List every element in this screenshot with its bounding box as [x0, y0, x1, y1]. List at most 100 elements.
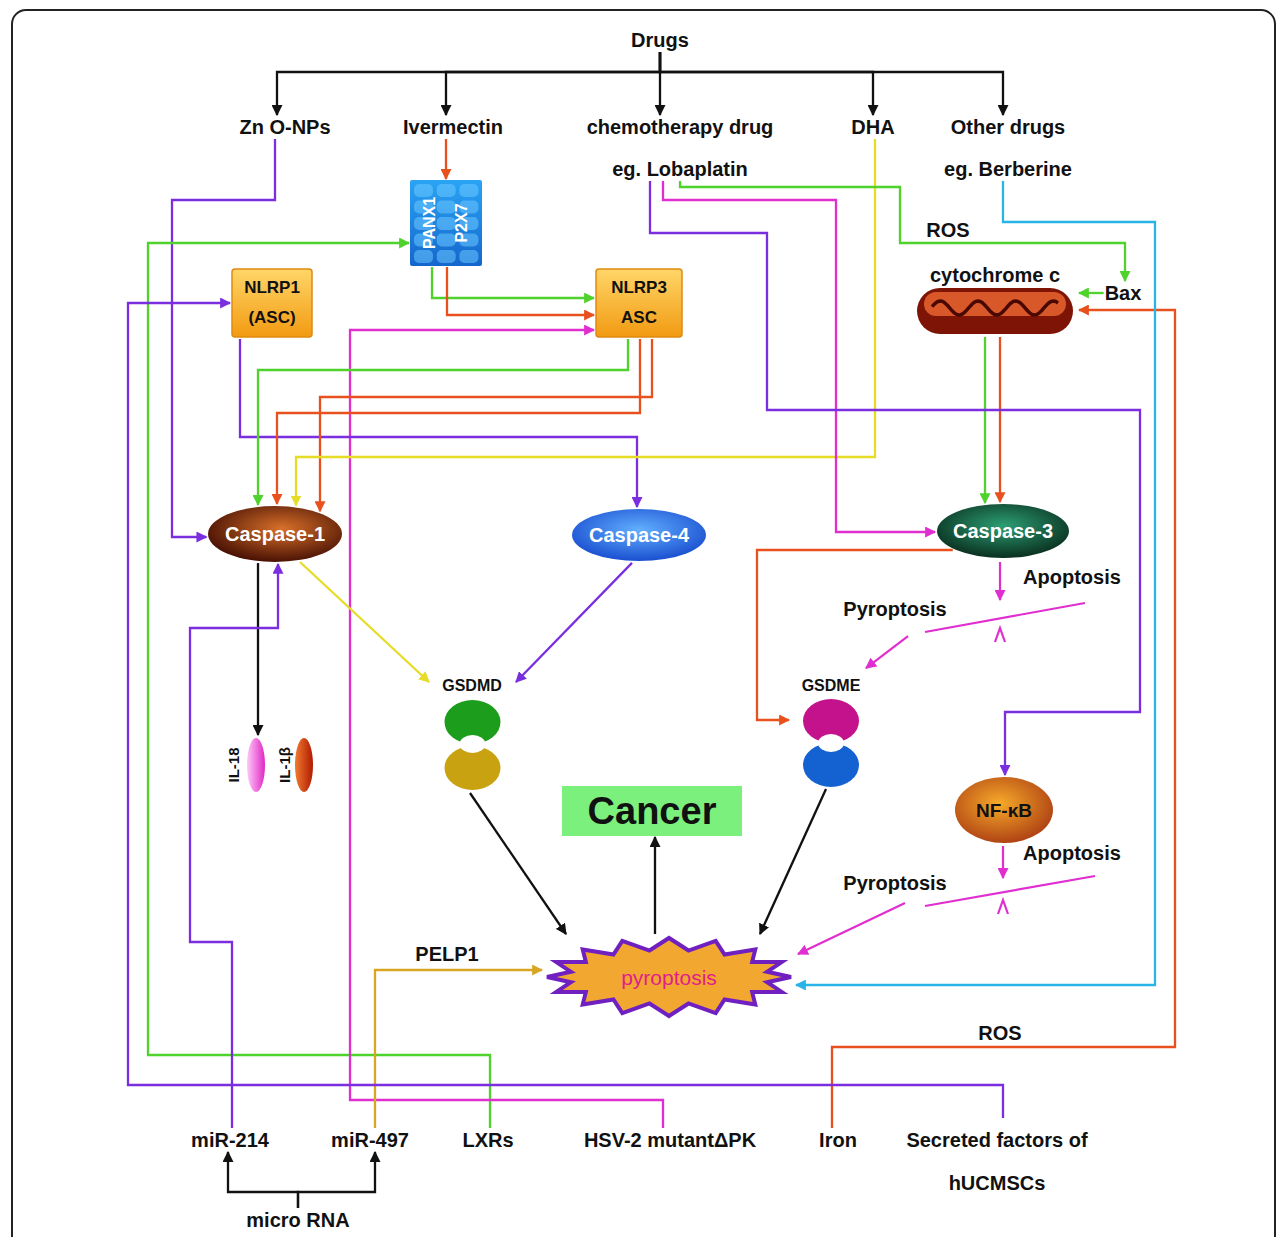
- switch-arrow: [798, 903, 905, 954]
- node-text: NLRP3: [611, 273, 667, 303]
- drug-label: Ivermectin: [403, 116, 503, 138]
- switch-label: Apoptosis: [1021, 842, 1123, 864]
- connector: [258, 339, 628, 505]
- text-holder: Iron: [819, 1129, 857, 1151]
- node-text: Caspase-1: [225, 523, 325, 545]
- regulator-label: Iron: [819, 1129, 857, 1151]
- text-holder: micro RNA: [246, 1209, 349, 1231]
- ellipse-shape: [937, 504, 1069, 558]
- node-text: NF-κB: [976, 800, 1032, 821]
- node-text: ASC: [621, 303, 657, 333]
- pore-hole: [460, 735, 486, 753]
- connector: [757, 550, 953, 720]
- mitochondrion-inner: [924, 292, 1066, 316]
- node-text: miR-497: [331, 1129, 409, 1151]
- gasdermin-pore: GSDMD: [430, 676, 515, 792]
- label-holder: Pyroptosis: [841, 872, 948, 894]
- group-label: micro RNA: [246, 1209, 349, 1231]
- text-holder: PANX1: [421, 197, 439, 249]
- text-holder: GSDME: [802, 677, 861, 695]
- label-holder: Apoptosis: [1021, 566, 1123, 588]
- node-text: GSDME: [802, 677, 861, 695]
- box-shape: [232, 269, 312, 337]
- node-text: eg. Berberine: [944, 158, 1072, 180]
- switch-bar: [925, 876, 1095, 906]
- node-text: DHA: [851, 116, 894, 138]
- connector: [257, 563, 259, 735]
- grid-cell: [414, 184, 433, 197]
- caspase-ellipse: Caspase-1: [207, 505, 343, 563]
- switch-label: Pyroptosis: [841, 872, 948, 894]
- connector: [350, 330, 663, 1128]
- text-holder: miR-214: [191, 1129, 269, 1151]
- connector: [796, 181, 1155, 985]
- drug-label: Zn O-NPs: [239, 116, 330, 138]
- text-holder: Caspase-1: [225, 523, 325, 545]
- connector: [298, 1152, 375, 1208]
- label-holder: Pyroptosis: [841, 598, 948, 620]
- node-text: Secreted factors of hUCMSCs: [897, 1119, 1097, 1205]
- connector: [1079, 292, 1104, 294]
- cytokine-shape: [295, 738, 313, 792]
- text-holder: Secreted factors of hUCMSCs: [897, 1119, 1097, 1205]
- text-holder: Ivermectin: [403, 116, 503, 138]
- label-holder: Apoptosis: [1021, 842, 1123, 864]
- text-holder: NLRP3: [611, 273, 667, 303]
- connector: [128, 303, 1003, 1118]
- mitochondrion: cytochrome c: [912, 262, 1078, 336]
- node-text: GSDMD: [442, 677, 502, 695]
- text-holder: chemotherapy drug: [587, 116, 774, 138]
- connector: [277, 52, 660, 115]
- edge-label-holder: PELP1: [413, 943, 480, 965]
- regulator-label: HSV-2 mutantΔPK: [584, 1129, 756, 1151]
- regulator-label: miR-214: [191, 1129, 269, 1151]
- grid-cell: [459, 184, 478, 197]
- text-holder: eg. Berberine: [944, 158, 1072, 180]
- node-text: miR-214: [191, 1129, 269, 1151]
- box-shape: [410, 180, 482, 266]
- protein-label: Bax: [1105, 282, 1142, 304]
- connector: [320, 339, 652, 511]
- node-text: PANX1: [421, 197, 439, 249]
- switch-arrow: [1002, 846, 1004, 878]
- edge-label: PELP1: [413, 943, 480, 965]
- text-holder: pyroptosis: [621, 966, 717, 989]
- connector: [516, 563, 632, 682]
- node-text: NLRP1: [244, 273, 300, 303]
- star-shape: [547, 938, 791, 1016]
- connector: [296, 139, 875, 505]
- text-holder: GSDMD: [442, 677, 502, 695]
- inflammasome-box: NLRP3ASC: [595, 268, 683, 338]
- block-mark: [998, 900, 1008, 914]
- node-text: cytochrome c: [930, 264, 1060, 286]
- switch-arrow: [999, 562, 1001, 600]
- edge-label: ROS: [924, 219, 971, 241]
- connector: [660, 52, 1003, 115]
- node-text: chemotherapy drug: [587, 116, 774, 138]
- node-text: Other drugs: [944, 116, 1072, 138]
- text-holder: Bax: [1105, 282, 1142, 304]
- gasdermin-pore: GSDME: [790, 676, 872, 788]
- text-holder: Caspase-3: [953, 520, 1053, 542]
- mitochondrion-outer: [917, 288, 1073, 334]
- node-text: IL-18: [225, 747, 242, 782]
- grid-cell: [437, 250, 456, 263]
- node-text: micro RNA: [246, 1209, 349, 1231]
- node-text: Zn O-NPs: [239, 116, 330, 138]
- edge-label-holder: ROS: [924, 219, 971, 241]
- text-holder: DHA: [851, 116, 894, 138]
- node-text: eg. Lobaplatin: [587, 158, 774, 180]
- text-holder: Cancer: [588, 789, 717, 833]
- nf-kb-ellipse: NF-κB: [954, 776, 1054, 844]
- connector: [240, 339, 637, 507]
- text-holder: HSV-2 mutantΔPK: [584, 1129, 756, 1151]
- connector: [832, 310, 1175, 1128]
- node-text: Ivermectin: [403, 116, 503, 138]
- connector: [650, 181, 1140, 775]
- text-holder: P2X7: [453, 203, 471, 242]
- text-holder: Zn O-NPs: [239, 116, 330, 138]
- box-shape: [596, 269, 682, 337]
- grid-cell: [437, 184, 456, 197]
- channel-box: PANX1 P2X7: [410, 180, 482, 266]
